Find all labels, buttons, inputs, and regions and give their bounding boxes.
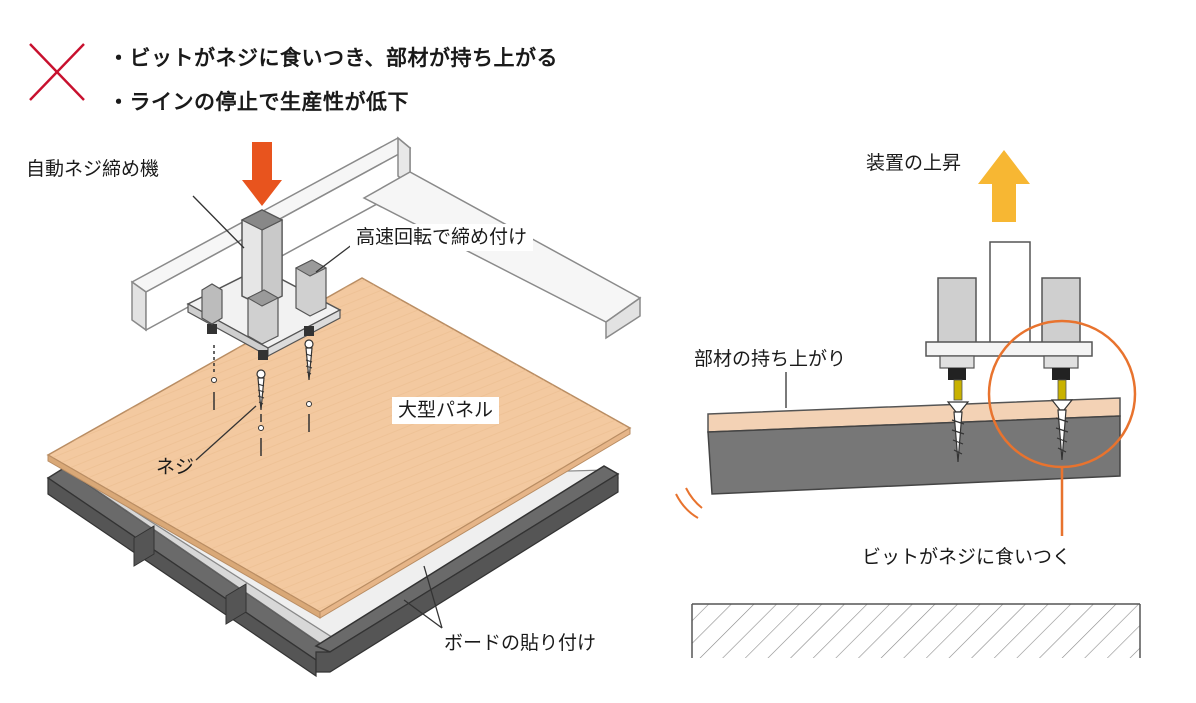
vibration-icon — [675, 487, 703, 519]
bullet-line-stop: ・ラインの停止で生産性が低下 — [108, 90, 409, 114]
label-rotation: 高速回転で締め付け — [350, 224, 534, 251]
large-panel — [46, 277, 632, 619]
x-mark-icon — [29, 43, 85, 101]
leader-lines-left — [192, 195, 443, 629]
label-board: ボードの貼り付け — [444, 632, 597, 654]
highlight-circle — [987, 319, 1137, 536]
bullet-bite-lift: ・ビットがネジに食いつき、部材が持ち上がる — [108, 46, 559, 70]
rise-arrow-icon — [978, 150, 1030, 222]
screw-icon — [304, 339, 314, 381]
lifted-member — [707, 397, 1121, 495]
label-bite: ビットがネジに食いつく — [862, 546, 1072, 568]
label-panel: 大型パネル — [392, 397, 500, 424]
hatched-ground — [691, 603, 1141, 658]
screws — [211, 339, 314, 456]
screw-icon — [946, 401, 970, 463]
push-down-arrow-icon — [242, 142, 282, 206]
screw-icon — [1050, 399, 1074, 461]
label-lift: 部材の持ち上がり — [694, 348, 847, 370]
screw-icon — [256, 369, 266, 411]
label-screw: ネジ — [156, 456, 195, 478]
label-machine: 自動ネジ締め機 — [26, 158, 160, 180]
label-rise: 装置の上昇 — [866, 152, 962, 174]
device-head — [925, 241, 1093, 401]
screw-machine — [186, 209, 342, 360]
